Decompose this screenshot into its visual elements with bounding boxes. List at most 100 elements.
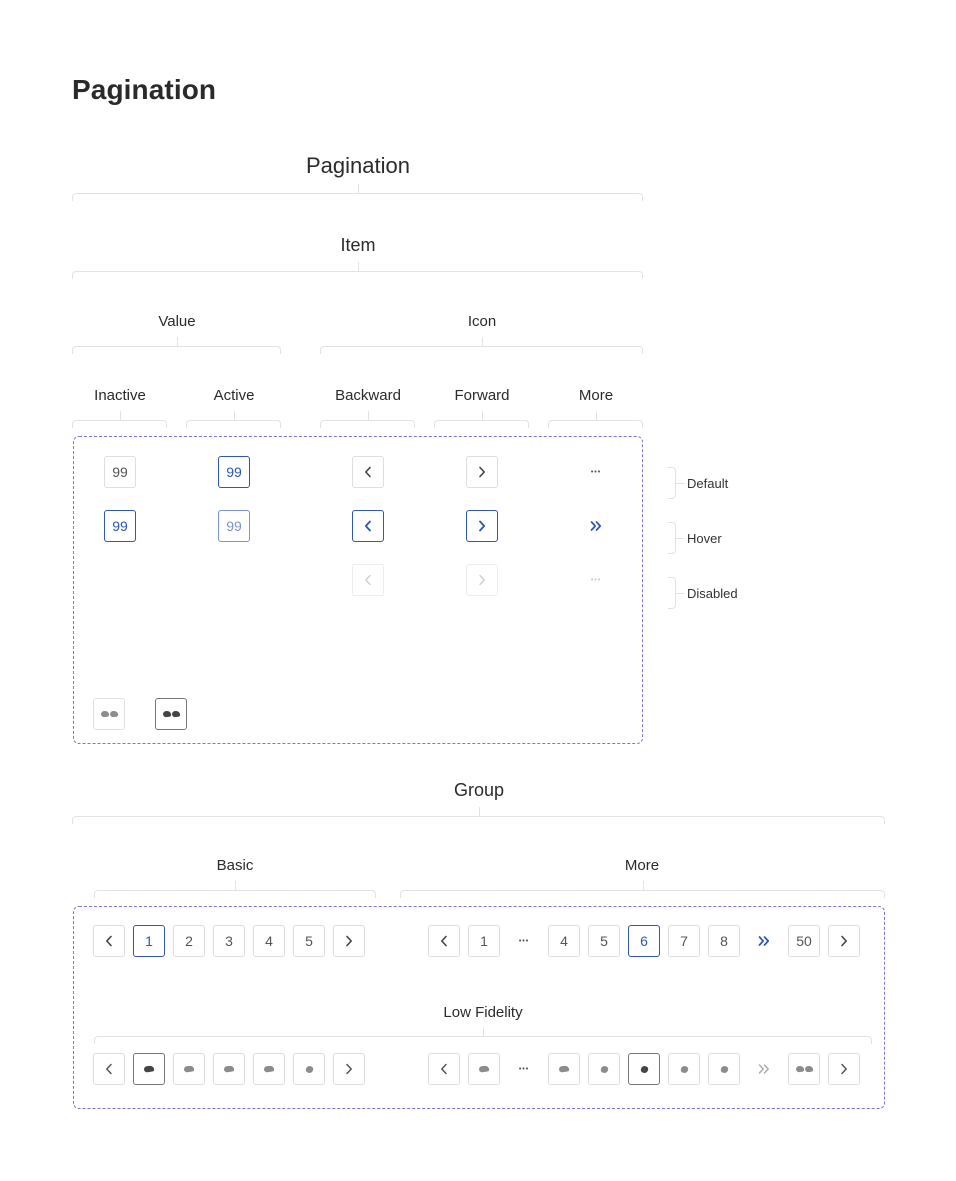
lofi-item-inactive[interactable] <box>93 698 125 730</box>
lofi-page-button-50[interactable] <box>788 1053 820 1085</box>
state-default-label: Default <box>687 476 729 491</box>
lofi-page-button-5[interactable] <box>293 1053 325 1085</box>
bracket-inactive <box>72 411 167 428</box>
lofi-page-button-7[interactable] <box>668 1053 700 1085</box>
low-fidelity-placeholder-icon <box>679 1064 689 1074</box>
bracket-more <box>548 411 643 428</box>
low-fidelity-placeholder-icon <box>478 1065 490 1073</box>
chevron-right-icon <box>479 574 485 586</box>
page-button-8[interactable]: 8 <box>708 925 740 957</box>
backward-hover-button[interactable] <box>352 510 384 542</box>
bracket-group <box>72 807 885 824</box>
bracket-icon <box>320 337 643 354</box>
item-active-default[interactable]: 99 <box>218 456 250 488</box>
ellipsis-icon: ••• <box>590 576 602 584</box>
lofi-item-active[interactable] <box>155 698 187 730</box>
state-hover-label: Hover <box>687 531 722 546</box>
page-button-3[interactable]: 3 <box>213 925 245 957</box>
lofi-page-button-3[interactable] <box>213 1053 245 1085</box>
column-more-label: More <box>578 387 614 404</box>
page-title: Pagination <box>72 74 217 105</box>
lofi-page-button-6[interactable] <box>628 1053 660 1085</box>
prev-page-button[interactable] <box>93 925 125 957</box>
jump-forward-button[interactable] <box>748 1053 780 1085</box>
more-default-button[interactable]: ••• <box>580 456 612 488</box>
low-fidelity-placeholder-icon <box>162 710 180 718</box>
page-button-7[interactable]: 7 <box>668 925 700 957</box>
chevron-left-icon <box>106 935 112 947</box>
backward-disabled-button <box>352 564 384 596</box>
page-button-1[interactable]: 1 <box>133 925 165 957</box>
low-fidelity-placeholder-icon <box>719 1064 729 1074</box>
low-fidelity-label: Low Fidelity <box>443 1004 523 1021</box>
low-fidelity-placeholder-icon <box>223 1065 235 1073</box>
low-fidelity-placeholder-icon <box>639 1064 649 1074</box>
item-inactive-default[interactable]: 99 <box>104 456 136 488</box>
chevron-left-icon <box>441 935 447 947</box>
lofi-page-button-8[interactable] <box>708 1053 740 1085</box>
group-more-label: More <box>624 857 660 874</box>
item-variants-frame <box>73 436 643 744</box>
column-inactive-label: Inactive <box>94 387 146 404</box>
page-button-5[interactable]: 5 <box>293 925 325 957</box>
more-hover-button[interactable] <box>580 510 612 542</box>
jump-forward-button[interactable] <box>748 925 780 957</box>
forward-disabled-button <box>466 564 498 596</box>
page-button-2[interactable]: 2 <box>173 925 205 957</box>
bracket-default <box>668 467 684 499</box>
chevron-right-icon <box>841 935 847 947</box>
lofi-page-button-4[interactable] <box>548 1053 580 1085</box>
page-button-5[interactable]: 5 <box>588 925 620 957</box>
lofi-page-button-2[interactable] <box>173 1053 205 1085</box>
low-fidelity-placeholder-icon <box>558 1065 570 1073</box>
item-active-hover[interactable]: 99 <box>218 510 250 542</box>
item-inactive-hover[interactable]: 99 <box>104 510 136 542</box>
low-fidelity-placeholder-icon <box>183 1065 195 1073</box>
bracket-active <box>186 411 281 428</box>
tree-value-label: Value <box>158 313 196 330</box>
next-page-button[interactable] <box>828 925 860 957</box>
page-button-1[interactable]: 1 <box>468 925 500 957</box>
bracket-item <box>72 262 643 279</box>
more-pages-button[interactable]: ••• <box>508 1053 540 1085</box>
prev-page-button[interactable] <box>428 1053 460 1085</box>
chevron-left-icon <box>365 574 371 586</box>
tree-root-label: Pagination <box>306 153 410 178</box>
chevron-right-icon <box>346 1063 352 1075</box>
bracket-more-group <box>400 881 885 898</box>
prev-page-button[interactable] <box>428 925 460 957</box>
tree-item-label: Item <box>340 235 376 255</box>
bracket-low-fidelity <box>94 1027 872 1044</box>
column-backward-label: Backward <box>335 387 401 404</box>
chevron-left-icon <box>364 520 371 532</box>
double-chevron-right-icon <box>590 521 602 531</box>
bracket-basic <box>94 881 376 898</box>
forward-hover-button[interactable] <box>466 510 498 542</box>
lofi-page-button-1[interactable] <box>468 1053 500 1085</box>
low-fidelity-placeholder-icon <box>100 710 118 718</box>
backward-default-button[interactable] <box>352 456 384 488</box>
lofi-page-button-5[interactable] <box>588 1053 620 1085</box>
page-button-4[interactable]: 4 <box>548 925 580 957</box>
prev-page-button[interactable] <box>93 1053 125 1085</box>
ellipsis-icon: ••• <box>518 1065 530 1073</box>
chevron-right-icon <box>479 520 486 532</box>
next-page-button[interactable] <box>333 925 365 957</box>
page-button-6[interactable]: 6 <box>628 925 660 957</box>
page-button-4[interactable]: 4 <box>253 925 285 957</box>
column-active-label: Active <box>213 387 255 404</box>
bracket-root <box>72 184 643 201</box>
lofi-page-button-4[interactable] <box>253 1053 285 1085</box>
group-basic-label: Basic <box>216 857 254 874</box>
more-pages-button[interactable]: ••• <box>508 925 540 957</box>
double-chevron-right-icon <box>758 936 770 946</box>
lofi-page-button-1[interactable] <box>133 1053 165 1085</box>
more-disabled-button: ••• <box>580 564 612 596</box>
next-page-button[interactable] <box>828 1053 860 1085</box>
bracket-backward <box>320 411 415 428</box>
next-page-button[interactable] <box>333 1053 365 1085</box>
ellipsis-icon: ••• <box>518 937 530 945</box>
page-button-50[interactable]: 50 <box>788 925 820 957</box>
chevron-right-icon <box>346 935 352 947</box>
forward-default-button[interactable] <box>466 456 498 488</box>
